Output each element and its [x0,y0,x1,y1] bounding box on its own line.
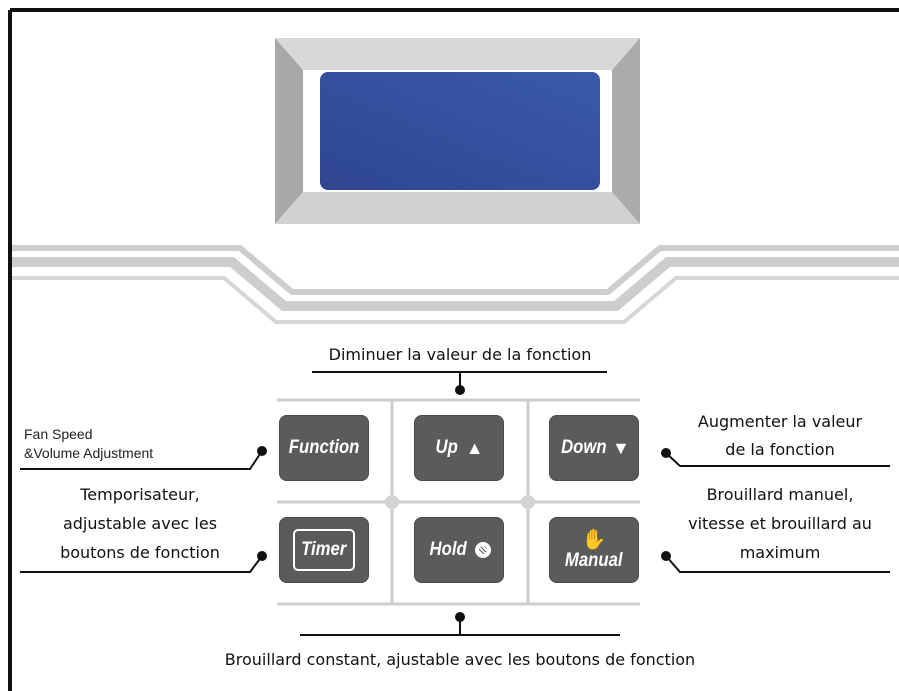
callout-dot-function [257,446,267,456]
label-fan-speed-line1: Fan Speed [24,426,93,442]
label-constant-mist: Brouillard constant, ajustable avec les … [224,650,696,669]
label-fan-speed-line2: &Volume Adjustment [24,445,154,461]
callout-lines [20,371,890,636]
hold-button-label: Hold [429,539,467,560]
label-decrease-value: Diminuer la valeur de la fonction [328,345,592,364]
down-button-label: Down [561,437,607,458]
callout-dot-down [661,448,671,458]
function-button[interactable]: Function [279,415,369,481]
triangle-up-icon: ▲ [465,437,484,458]
callout-function-line [20,450,263,470]
callout-down-line [665,452,890,467]
up-button-label: Up [435,437,459,458]
keypad-grid [277,398,640,606]
display-bezel [275,38,640,224]
timer-button[interactable]: Timer [279,517,369,583]
label-increase-line1: Augmenter la valeur [697,412,863,431]
callout-dot-top [455,385,465,395]
callout-timer-line [20,555,263,573]
triangle-down-icon: ▼ [611,437,630,458]
decorative-band [12,245,899,324]
down-button[interactable]: Down ▼ [549,415,639,481]
grid-node-right [521,495,535,509]
mist-dot-icon [475,542,492,558]
callout-dot-manual [661,551,671,561]
label-timer-line2: adjustable avec les [62,514,218,533]
callout-dot-bottom [455,612,465,622]
grid-node-left [385,495,399,509]
up-button[interactable]: Up ▲ [414,415,504,481]
label-increase-line2: de la fonction [725,440,835,459]
manual-button-label: Manual [565,550,623,571]
hold-button[interactable]: Hold [414,517,504,583]
label-manual-line3: maximum [739,543,821,562]
label-timer-line1: Temporisateur, [80,485,200,504]
hand-icon: ✋ [581,529,607,551]
label-timer-line3: boutons de fonction [60,543,220,562]
callout-dot-timer [257,551,267,561]
display-screen [320,72,600,190]
function-button-label: Function [288,437,360,458]
label-manual-line1: Brouillard manuel, [706,485,854,504]
manual-button[interactable]: ✋ Manual [549,517,639,583]
timer-box-outline: Timer [293,529,355,571]
label-manual-line2: vitesse et brouillard au [688,514,872,533]
timer-button-label: Timer [301,539,347,560]
callout-manual-line [665,555,890,573]
